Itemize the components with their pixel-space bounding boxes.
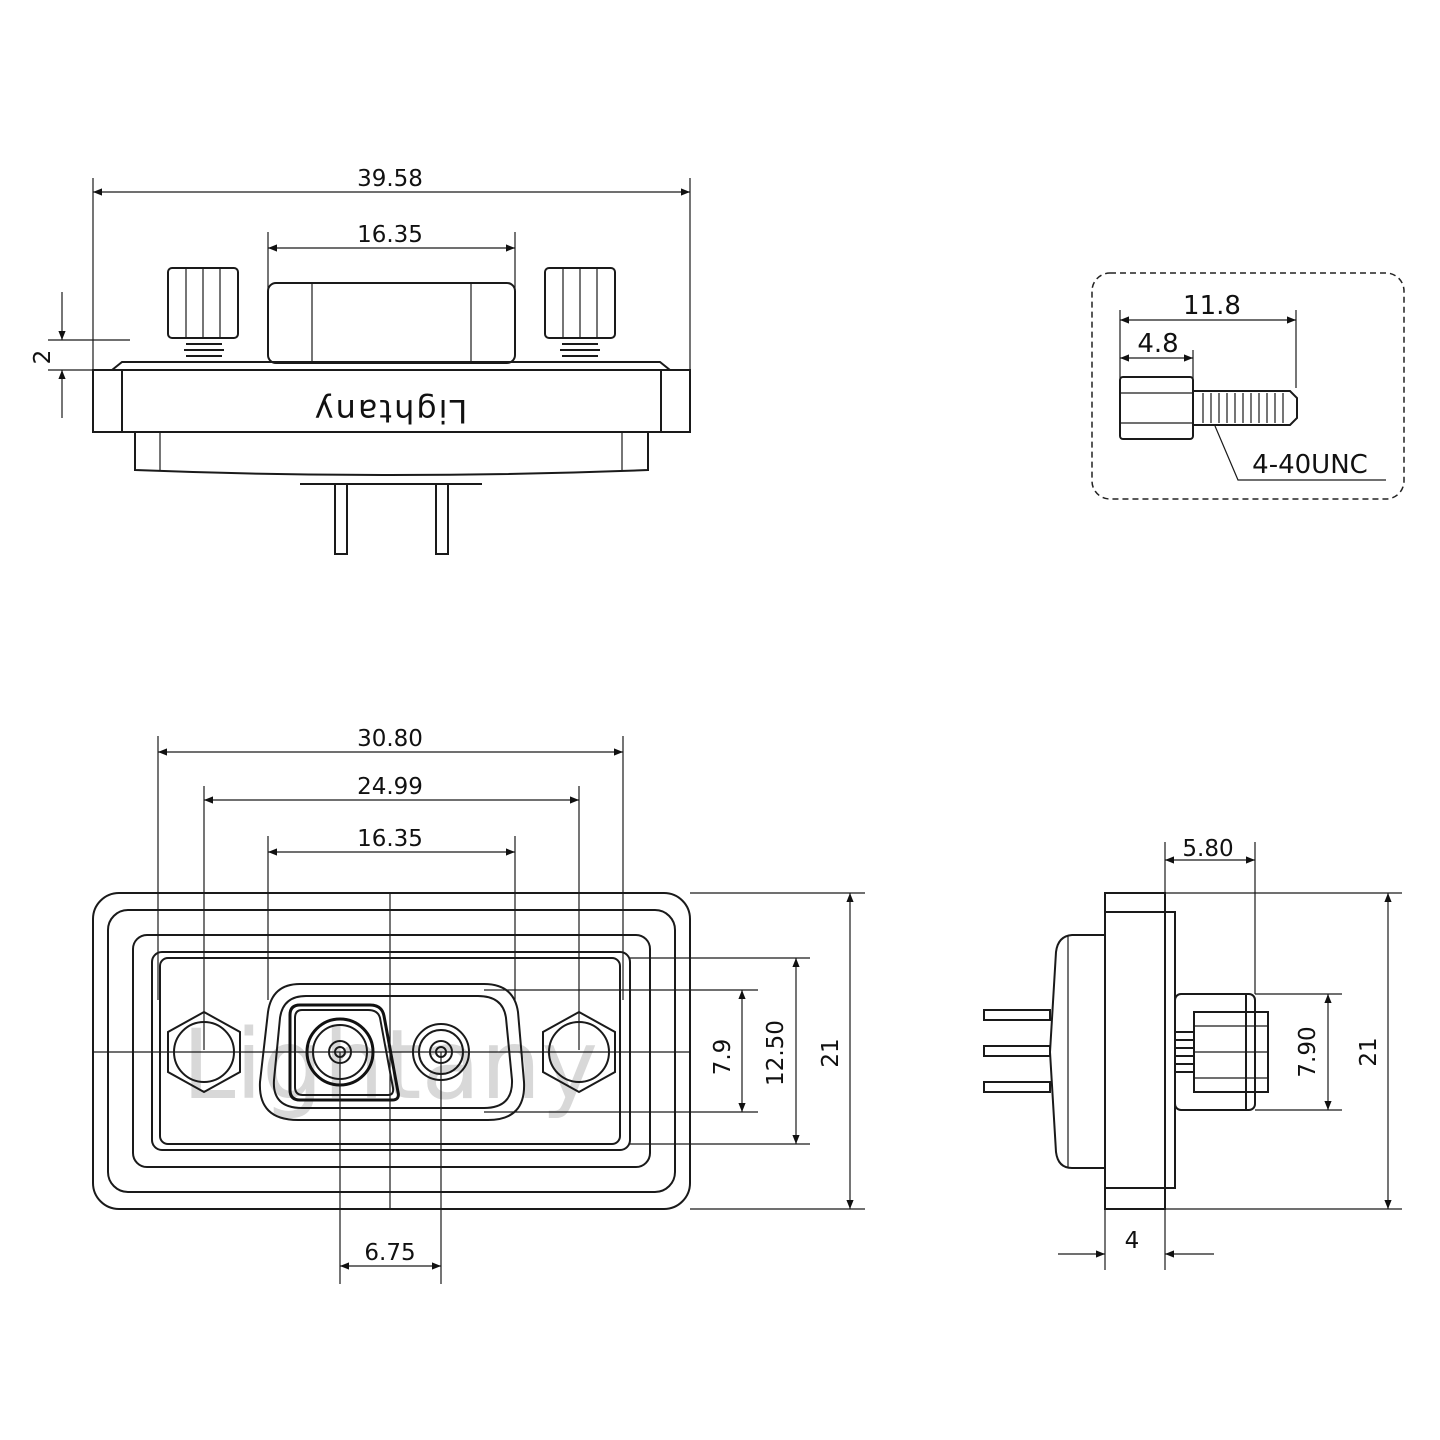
side-flange (1104, 892, 1166, 1210)
dim-screw-length: 11.8 (1183, 291, 1241, 321)
dim-side-flange-height: 21 (1356, 1037, 1382, 1066)
mounting-hole-left[interactable] (167, 1010, 241, 1094)
d-shell-top (267, 282, 516, 364)
screw-detail: 11.8 4.8 4-40UNC (1091, 272, 1405, 500)
dim-side-flange-thickness: 4 (1125, 1228, 1140, 1254)
mounting-hole-right[interactable] (542, 1010, 616, 1094)
side-pin-3 (983, 1081, 1051, 1093)
rear-body (134, 432, 649, 476)
top-view: 39.58 16.35 2 (30, 166, 691, 555)
side-pin-1 (983, 1009, 1051, 1021)
side-view: 5.80 7.90 21 4 (983, 836, 1402, 1270)
pin-right (435, 483, 449, 555)
dim-overall-width: 39.58 (357, 166, 423, 192)
dim-shell-width: 16.35 (357, 826, 423, 852)
dim-flange-thickness: 2 (30, 350, 56, 365)
brand-marking: Lightany (313, 392, 468, 430)
pin-left (334, 483, 348, 555)
dim-mounting-span: 16.35 (357, 222, 423, 248)
dim-screw-head: 4.8 (1137, 329, 1178, 359)
dim-flange-width: 30.80 (357, 726, 423, 752)
jack-screw-right (544, 267, 616, 363)
side-pin-2 (983, 1045, 1051, 1057)
screw-head (1119, 376, 1194, 440)
thread-spec: 4-40UNC (1252, 450, 1368, 480)
d-shell-outline (258, 983, 526, 1121)
dim-contact-pitch: 6.75 (364, 1240, 415, 1266)
dim-cavity-height: 7.9 (710, 1039, 736, 1076)
dim-flange-height: 21 (818, 1038, 844, 1067)
jack-screw-left (167, 267, 239, 363)
screw-thread (1193, 390, 1298, 426)
front-view: Lightany 30.80 24.99 16.35 (92, 726, 865, 1284)
flange-outline (92, 892, 691, 1210)
dim-screw-offset: 5.80 (1182, 836, 1233, 862)
dim-hole-pitch: 24.99 (357, 774, 423, 800)
dim-shell-height: 12.50 (763, 1020, 789, 1086)
side-rear-body (1048, 934, 1105, 1169)
dim-screw-height: 7.90 (1295, 1026, 1321, 1077)
